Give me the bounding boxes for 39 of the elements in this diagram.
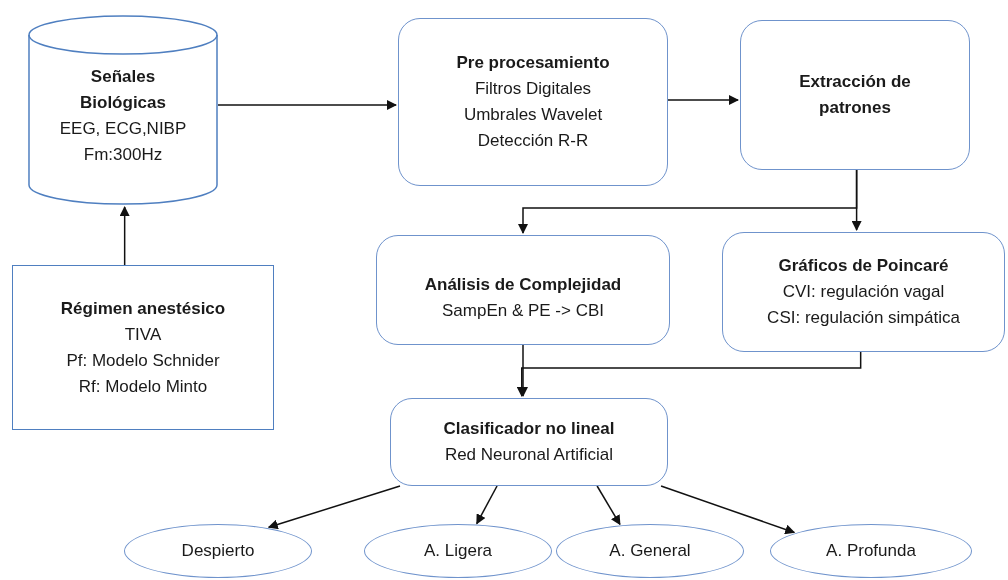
input-box	[12, 265, 274, 430]
node-heading: Clasificador no lineal	[443, 418, 615, 440]
node-text: TIVA	[124, 323, 162, 346]
process-box	[376, 235, 670, 345]
node-text: Filtros Digitales	[474, 78, 592, 100]
node-heading: Pre procesamiento	[456, 52, 610, 74]
arrow	[476, 485, 498, 525]
arrow	[119, 206, 130, 266]
node-text: Red Neuronal Artificial	[444, 444, 614, 466]
node-heading: Régimen anestésico	[60, 297, 226, 320]
arrow	[660, 485, 796, 535]
arrow	[596, 485, 621, 526]
node-text: Pf: Modelo Schnider	[66, 349, 220, 372]
node-text: Rf: Modelo Minto	[78, 375, 208, 398]
node-text: EEG, ECG,NIBP	[59, 118, 187, 140]
data-store-cylinder	[28, 15, 218, 205]
arrow	[217, 100, 397, 110]
node-text: A. Ligera	[423, 540, 492, 562]
arrow	[516, 351, 862, 397]
node-text: CSI: regulación simpática	[767, 307, 960, 329]
node-text: SampEn & PE -> CBI	[441, 300, 604, 322]
node-text: CVI: regulación vagal	[782, 281, 945, 303]
node-text: Detección R-R	[477, 130, 589, 152]
node-text: Fm:300Hz	[83, 144, 163, 166]
process-box	[722, 232, 1005, 352]
classifier-box	[390, 398, 668, 486]
node-text: A. Profunda	[826, 540, 916, 562]
node-heading: Gráficos de Poincaré	[778, 255, 949, 277]
node-heading: Análisis de Complejidad	[424, 274, 622, 296]
process-box	[398, 18, 668, 186]
node-text: Despierto	[181, 540, 255, 562]
node-text: A. General	[609, 540, 691, 562]
arrow	[851, 169, 862, 231]
process-box	[740, 20, 970, 170]
node-heading: Señales Biológicas	[79, 66, 167, 114]
arrow	[267, 485, 401, 530]
node-text: Umbrales Wavelet	[463, 104, 603, 126]
node-heading: Extracción de patrones	[798, 71, 912, 119]
arrow	[667, 95, 739, 105]
